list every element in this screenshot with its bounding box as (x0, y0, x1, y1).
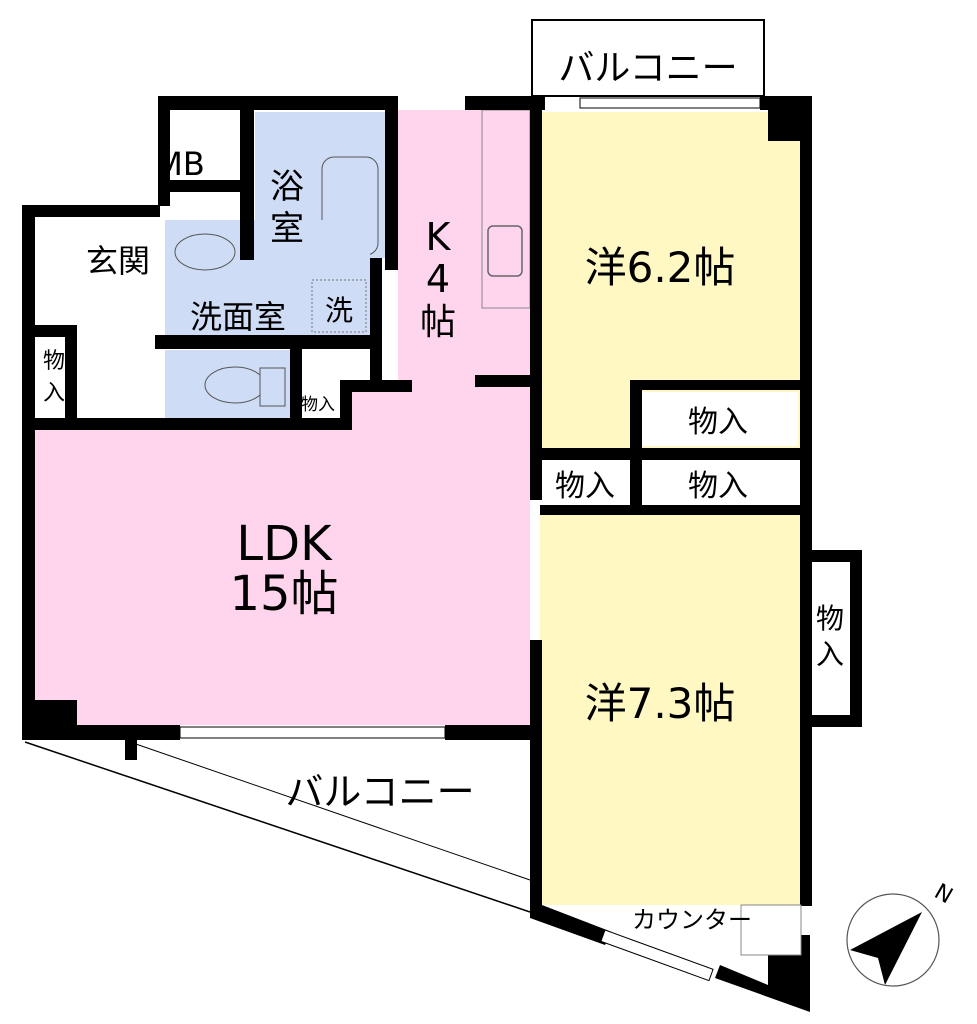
western-b-label: 洋7.3帖 (585, 679, 736, 728)
mb-label: MB (155, 145, 205, 183)
closet-c (642, 462, 798, 504)
washer-label: 洗 (325, 294, 353, 327)
western-a-label: 洋6.2帖 (585, 243, 736, 292)
counter-box (740, 904, 802, 956)
washroom-label: 洗面室 (190, 298, 286, 336)
storage-small-label: 物入 (301, 395, 335, 415)
balcony-bottom-edge (24, 741, 531, 913)
washer-space (311, 279, 367, 333)
storage-c-label: 物入 (688, 469, 748, 504)
walls (22, 96, 862, 1012)
bath-label-1: 浴 (270, 167, 304, 207)
storage-b-label: 物入 (555, 469, 615, 504)
closet-right (812, 562, 850, 715)
closet-a (642, 392, 798, 446)
storage-left-label-1: 物 (43, 349, 65, 374)
storage-left-label-2: 入 (43, 381, 65, 406)
kitchen-label-1: K (426, 215, 452, 259)
balcony-bottom-rail (129, 741, 531, 881)
bath-label-2: 室 (270, 209, 304, 249)
sink-icon (487, 225, 523, 277)
closet-b (542, 462, 628, 504)
north-label: N (930, 879, 957, 909)
ldk-connector (340, 385, 530, 435)
ldk-label-1: LDK (236, 516, 333, 572)
toilet-tank (259, 367, 286, 407)
toilet-icon (204, 366, 266, 404)
windows (179, 97, 761, 982)
storage-a-label: 物入 (688, 405, 748, 440)
washbasin-icon (174, 233, 236, 271)
storage-right-label-1: 物 (816, 602, 844, 635)
ldk-area (35, 428, 530, 725)
balcony-bottom-label: バルコニー (285, 770, 474, 814)
kitchen-label-3: 帖 (420, 302, 456, 343)
western-room-b (540, 515, 802, 905)
balcony-top-label: バルコニー (558, 48, 737, 89)
ldk-label-2: 15帖 (229, 566, 338, 622)
kitchen-label-2: 4 (426, 257, 450, 301)
entrance-label: 玄関 (86, 242, 150, 280)
balcony-top (531, 19, 765, 97)
storage-right-label-2: 入 (816, 638, 844, 671)
north-arrow-icon: N (846, 879, 957, 987)
counter-label: カウンター (632, 906, 752, 934)
kitchen-counter (481, 109, 531, 309)
